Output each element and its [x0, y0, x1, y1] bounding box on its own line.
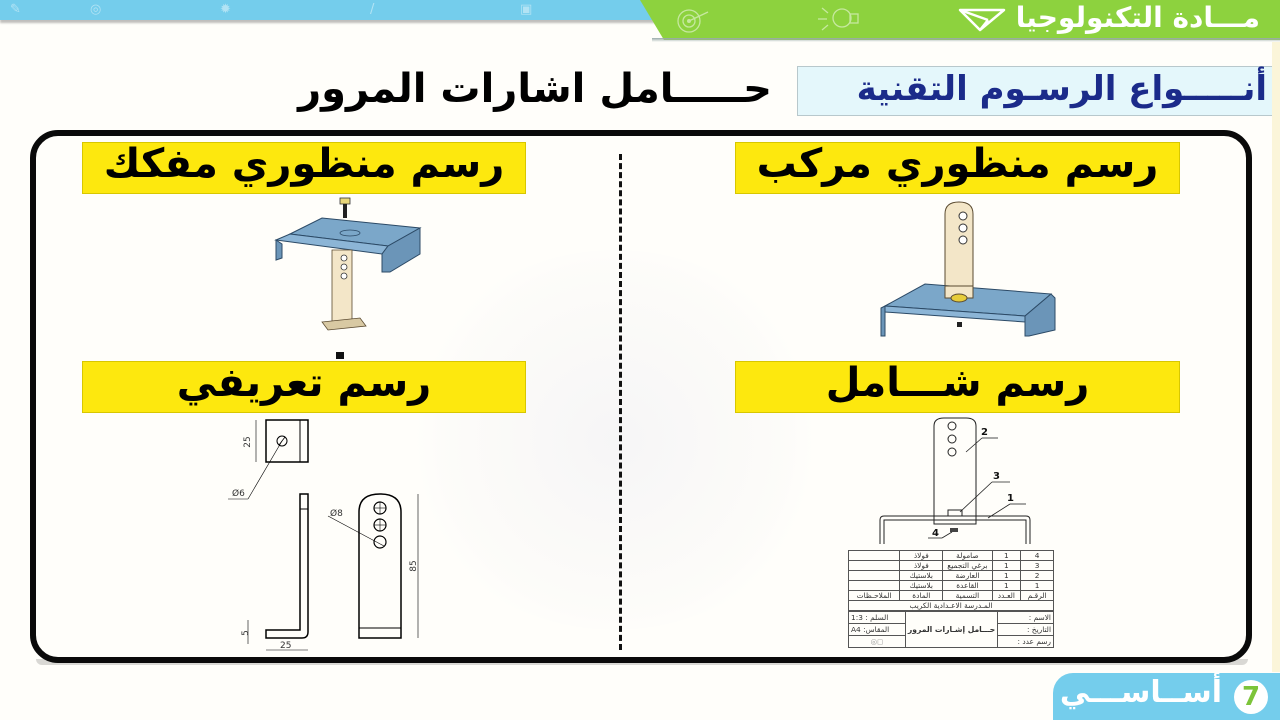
label-text: رسم تعريفي: [176, 360, 432, 406]
grade-badge: أســاســـي 7: [1053, 673, 1280, 720]
table-header-row: الرقـم العـدد التسمية المادة الملاحـظات: [847, 590, 1054, 601]
dim-hole-large: Ø8: [330, 508, 343, 519]
dim-thickness: 5: [241, 630, 251, 636]
title-block: 4 1 صامولة فولاذ 3 1 برغي التجميع فولاذ …: [847, 550, 1054, 648]
decor-icon: ◎: [90, 2, 102, 17]
cell-notes: [847, 550, 901, 561]
label-general-drawing: رسم شـــامل: [735, 360, 1180, 413]
callout-2: 2: [981, 427, 988, 438]
content-frame: [30, 130, 1252, 663]
decor-icon: ✹: [220, 2, 231, 17]
table-row: 4 1 صامولة فولاذ: [847, 550, 1054, 561]
table-row: 1 1 القاعدة بلاستيك: [847, 580, 1054, 591]
cell-notes: [847, 570, 901, 581]
label-text: رسم شـــامل: [825, 360, 1090, 406]
dim-width: 25: [280, 641, 291, 651]
title-info-table: الاسم : حـــامل إشـارات المرور السلم : 1…: [848, 611, 1054, 648]
cell-material: بلاستيك: [899, 580, 944, 591]
table-row: 3 1 برغي التجميع فولاذ: [847, 560, 1054, 571]
school-row: المـدرسة الاعـدادية الكريب: [848, 600, 1054, 611]
school-name: المـدرسة الاعـدادية الكريب: [848, 600, 1054, 611]
header-num: الرقـم: [1020, 590, 1054, 601]
lightbulb-icon: [818, 7, 859, 31]
cell-name: صامولة: [942, 550, 993, 561]
cell-name: القاعدة: [942, 580, 993, 591]
grade-number: 7: [1234, 680, 1268, 714]
project-title: حـــامل إشـارات المرور: [904, 611, 999, 648]
label-assembled-perspective: رسم منظوري مركب: [735, 141, 1180, 194]
header-blue-band: ✎ ◎ ✹ / ▣: [0, 0, 700, 20]
label-text: رسم منظوري مركب: [756, 141, 1159, 187]
cell-qty: 1: [991, 560, 1022, 571]
projection-symbol-icon: ◻◎: [848, 635, 906, 648]
header-notes: الملاحـظات: [847, 590, 901, 601]
detail-technical-drawing: 25 Ø6 25 5 Ø8 85: [228, 419, 419, 651]
dim-height: 85: [409, 560, 419, 571]
scale-label: السلم : 1:3: [848, 611, 906, 624]
cell-notes: [847, 560, 901, 571]
callout-4: 4: [932, 528, 939, 539]
decor-icon: /: [370, 2, 375, 17]
general-assembly-drawing: 2 3 1 4: [879, 417, 1031, 544]
callout-3: 3: [993, 471, 1000, 482]
decor-icon: ▣: [520, 2, 533, 17]
header-name: التسمية: [942, 590, 993, 601]
cell-num: 3: [1020, 560, 1054, 571]
cell-material: بلاستيك: [899, 570, 944, 581]
cell-num: 1: [1020, 580, 1054, 591]
dashed-divider: [619, 154, 622, 650]
header-shadow: [652, 38, 1280, 42]
cell-notes: [847, 580, 901, 591]
label-exploded-perspective: رسم منظوري مفكك: [82, 141, 526, 194]
cell-num: 2: [1020, 570, 1054, 581]
header-green-band: مـــادة التكنولوجيا: [640, 0, 1280, 40]
dim-top-height: 25: [243, 436, 253, 447]
target-icon: [677, 9, 709, 33]
exploded-perspective-drawing: [274, 197, 422, 359]
cell-material: فولاذ: [899, 550, 944, 561]
background-watermark: [400, 250, 830, 630]
right-edge-strip: [1272, 42, 1280, 672]
drawing-number-label: رسم عدد :: [997, 635, 1054, 648]
cell-qty: 1: [991, 580, 1022, 591]
callout-1: 1: [1007, 493, 1014, 504]
parts-list-table: 4 1 صامولة فولاذ 3 1 برغي التجميع فولاذ …: [847, 550, 1054, 611]
cell-name: العارضة: [942, 570, 993, 581]
types-heading: أنـــــواع الرسـوم التقنية: [856, 69, 1267, 109]
paper-plane-icon: [958, 8, 1006, 32]
dim-hole-small: Ø6: [232, 488, 245, 499]
decor-icon: ✎: [10, 2, 21, 17]
subject-title: مـــادة التكنولوجيا: [1015, 1, 1260, 34]
assembled-perspective-drawing: [880, 201, 1056, 337]
cell-qty: 1: [991, 570, 1022, 581]
date-label: التاريخ :: [997, 623, 1054, 636]
cell-qty: 1: [991, 550, 1022, 561]
name-label: الاسم :: [997, 611, 1054, 624]
label-text: رسم منظوري مفكك: [103, 141, 505, 187]
paper-size-label: المقاس: A4: [848, 623, 906, 636]
header-material: المادة: [899, 590, 944, 601]
types-heading-box: أنـــــواع الرسـوم التقنية: [797, 66, 1280, 116]
cell-material: فولاذ: [899, 560, 944, 571]
cell-num: 4: [1020, 550, 1054, 561]
cell-name: برغي التجميع: [942, 560, 993, 571]
label-detail-drawing: رسم تعريفي: [82, 360, 526, 413]
page-title: حـــــامل اشارات المرور: [298, 66, 772, 112]
grade-label: أســاســـي: [1059, 675, 1222, 710]
table-row: 2 1 العارضة بلاستيك: [847, 570, 1054, 581]
header-qty: العـدد: [991, 590, 1022, 601]
